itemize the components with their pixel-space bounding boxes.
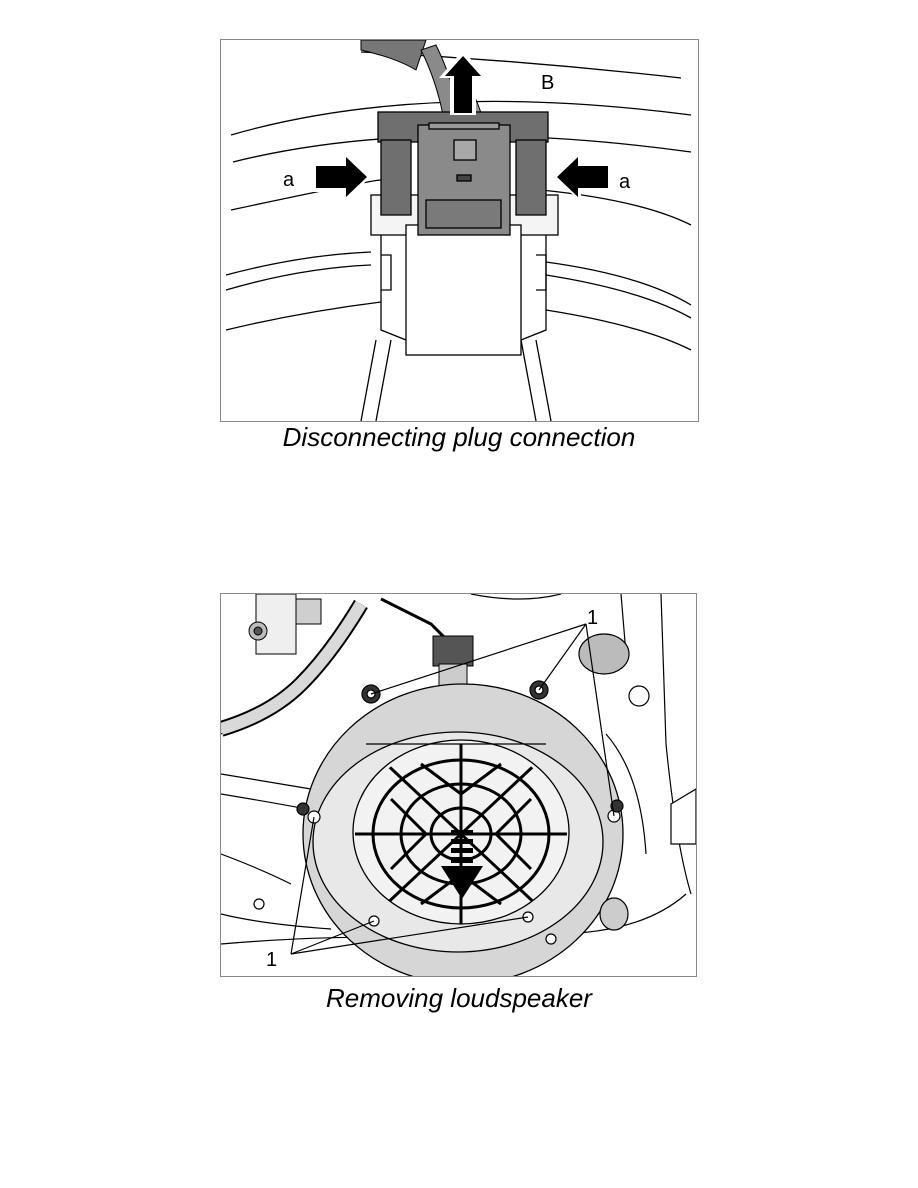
screws <box>296 680 643 945</box>
leader-lines <box>290 623 615 955</box>
caption-disconnecting-plug: Disconnecting plug connection <box>282 422 636 452</box>
figure-removing-loudspeaker: 1 1 <box>220 593 697 977</box>
plug-connection-illustration: B a a <box>225 40 692 421</box>
arrow-remove-down-icon <box>441 830 483 899</box>
arrow-pull-up-icon <box>439 50 487 115</box>
arrow-label-a-right: a <box>619 171 631 193</box>
callout-label-1-bottom: 1 <box>266 949 277 971</box>
arrow-press-right-icon <box>553 152 611 202</box>
callout-label-1-top: 1 <box>587 607 598 629</box>
arrow-press-left-icon <box>313 152 371 202</box>
wiring-harness <box>221 594 368 737</box>
arrow-label-a-left: a <box>283 169 295 191</box>
arrow-label-b: B <box>541 72 554 94</box>
caption-removing-loudspeaker: Removing loudspeaker <box>326 983 592 1013</box>
figure-disconnecting-plug: B a a <box>220 39 699 422</box>
loudspeaker-illustration: 1 1 <box>221 594 696 976</box>
